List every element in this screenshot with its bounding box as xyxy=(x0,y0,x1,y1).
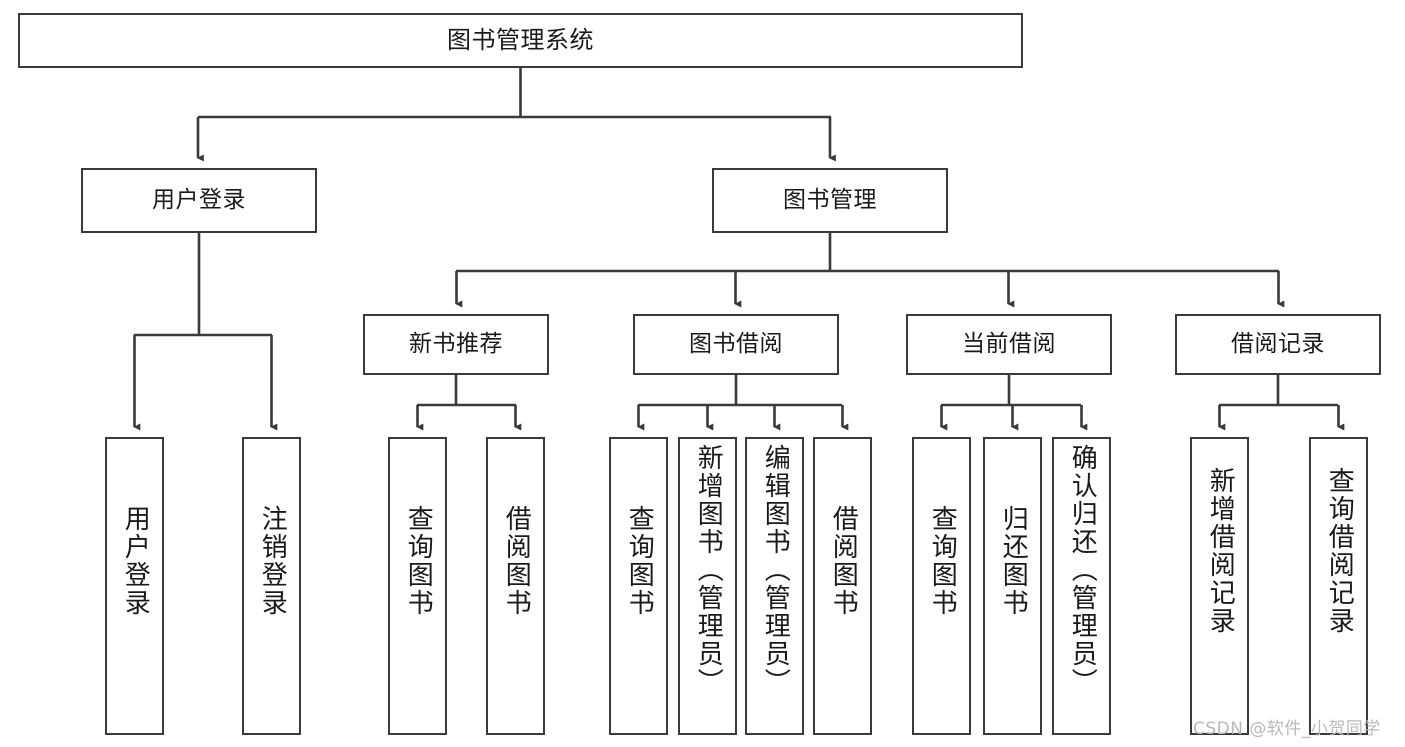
leaf-query-book-2[interactable]: 查询图书 xyxy=(609,437,668,735)
node-book-borrow-label: 图书借阅 xyxy=(689,330,783,357)
node-book-manage[interactable]: 图书管理 xyxy=(712,168,948,233)
leaf-query-record[interactable]: 查询借阅记录 xyxy=(1309,437,1368,735)
leaf-query-book-1-label: 查询图书 xyxy=(403,505,434,617)
node-borrow-record-label: 借阅记录 xyxy=(1231,330,1325,357)
node-current-borrow[interactable]: 当前借阅 xyxy=(906,314,1112,375)
leaf-borrow-book-2[interactable]: 借阅图书 xyxy=(813,437,872,735)
leaf-user-logout-label: 注销登录 xyxy=(257,505,288,617)
node-book-manage-label: 图书管理 xyxy=(783,186,877,213)
leaf-edit-book[interactable]: 编辑图书（管理员） xyxy=(745,437,804,735)
leaf-query-book-3[interactable]: 查询图书 xyxy=(912,437,971,735)
leaf-user-login[interactable]: 用户登录 xyxy=(105,437,164,735)
leaf-confirm-return[interactable]: 确认归还（管理员） xyxy=(1052,437,1111,735)
leaf-add-book-label: 新增图书（管理员） xyxy=(693,444,724,696)
node-user-login-label: 用户登录 xyxy=(152,186,246,213)
node-new-book-recommend[interactable]: 新书推荐 xyxy=(363,314,549,375)
leaf-edit-book-label: 编辑图书（管理员） xyxy=(760,444,791,696)
leaf-borrow-book-2-label: 借阅图书 xyxy=(828,505,859,617)
leaf-query-record-label: 查询借阅记录 xyxy=(1324,467,1355,635)
leaf-add-record[interactable]: 新增借阅记录 xyxy=(1190,437,1249,735)
node-current-borrow-label: 当前借阅 xyxy=(962,330,1056,357)
leaf-user-logout[interactable]: 注销登录 xyxy=(242,437,301,735)
node-borrow-record[interactable]: 借阅记录 xyxy=(1175,314,1381,375)
leaf-add-record-label: 新增借阅记录 xyxy=(1205,467,1236,635)
leaf-user-login-label: 用户登录 xyxy=(120,505,151,617)
leaf-return-book[interactable]: 归还图书 xyxy=(983,437,1042,735)
leaf-borrow-book-1-label: 借阅图书 xyxy=(501,505,532,617)
leaf-return-book-label: 归还图书 xyxy=(998,505,1029,617)
leaf-query-book-3-label: 查询图书 xyxy=(927,505,958,617)
node-root-label: 图书管理系统 xyxy=(447,26,594,55)
node-new-book-recommend-label: 新书推荐 xyxy=(409,330,503,357)
node-book-borrow[interactable]: 图书借阅 xyxy=(633,314,839,375)
leaf-confirm-return-label: 确认归还（管理员） xyxy=(1067,444,1098,696)
leaf-query-book-1[interactable]: 查询图书 xyxy=(388,437,447,735)
csdn-watermark: CSDN @软件_小贺同学 xyxy=(1193,719,1381,739)
node-user-login[interactable]: 用户登录 xyxy=(81,168,317,233)
leaf-query-book-2-label: 查询图书 xyxy=(624,505,655,617)
node-root[interactable]: 图书管理系统 xyxy=(18,13,1023,68)
leaf-add-book[interactable]: 新增图书（管理员） xyxy=(678,437,737,735)
leaf-borrow-book-1[interactable]: 借阅图书 xyxy=(486,437,545,735)
